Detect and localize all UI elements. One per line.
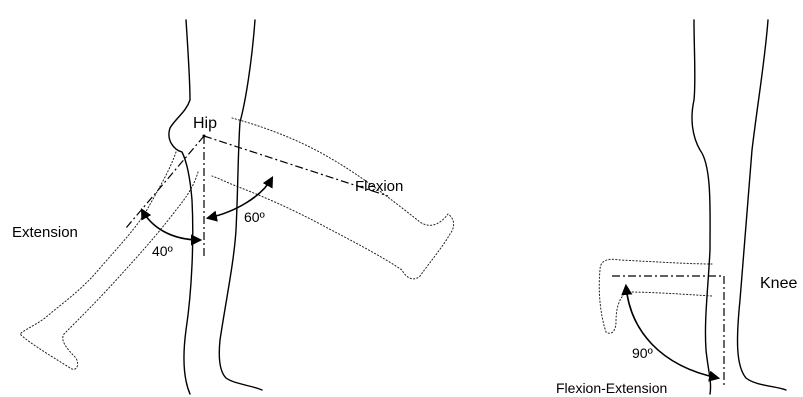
extension-angle-label: 40º xyxy=(152,243,173,259)
knee-figure: Knee 90º Flexion-Extension xyxy=(556,20,797,396)
extension-angle-arc xyxy=(142,210,200,240)
hip-label: Hip xyxy=(193,115,217,132)
extension-leg-outline xyxy=(20,152,198,369)
flexion-label: Flexion xyxy=(355,178,403,195)
knee-flexed-leg-outline xyxy=(599,259,712,333)
flexion-extension-label: Flexion-Extension xyxy=(556,380,667,396)
extension-label: Extension xyxy=(12,224,78,241)
flexion-angle-label: 60º xyxy=(244,209,265,225)
knee-label: Knee xyxy=(760,275,797,292)
hip-joint-point xyxy=(203,135,206,138)
knee-angle-arc xyxy=(626,286,718,378)
hip-figure: Hip Flexion Extension 60º 40º xyxy=(12,20,454,394)
flexion-leg-outline xyxy=(212,118,454,279)
knee-angle-label: 90º xyxy=(632,345,653,361)
knee-standing-leg-front xyxy=(738,20,786,390)
standing-leg-front xyxy=(219,20,262,390)
standing-leg-back xyxy=(169,20,193,394)
knee-standing-leg-back xyxy=(692,20,711,394)
